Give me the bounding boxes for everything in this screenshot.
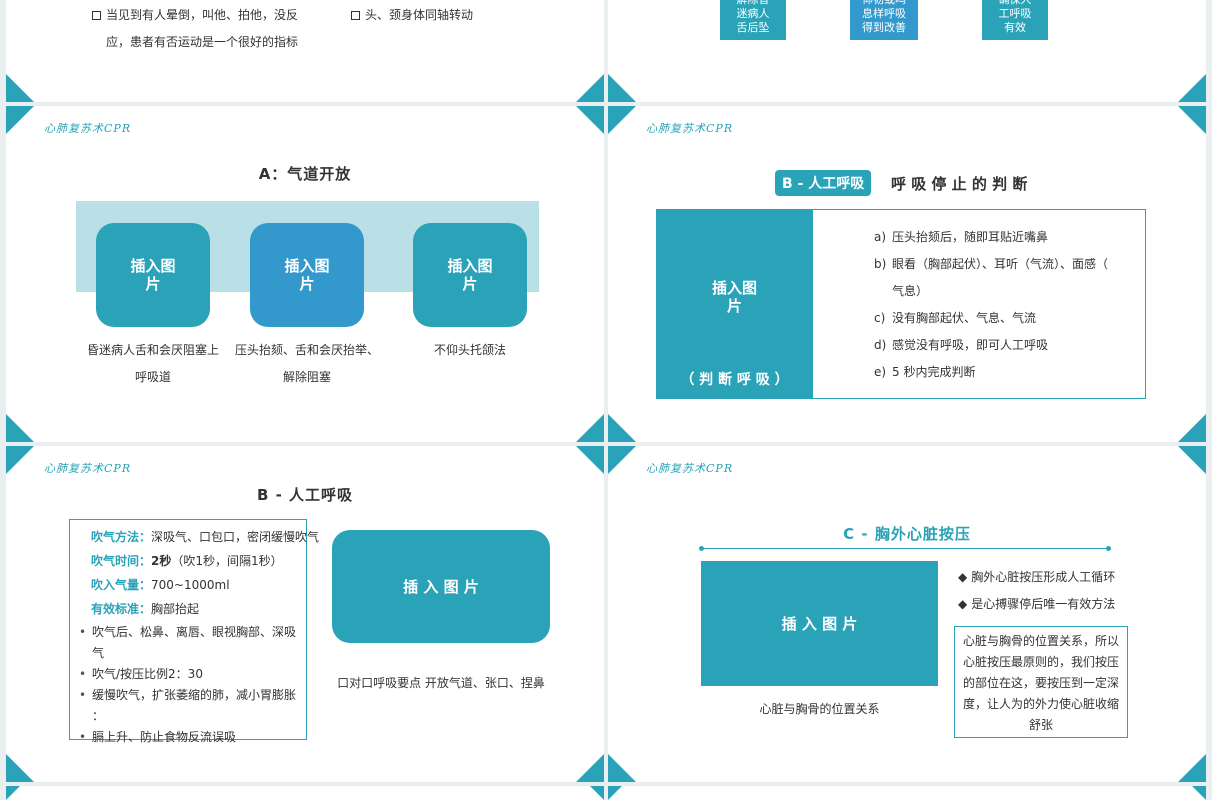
slide-breathing-check: 心肺复苏术CPR B - 人工呼吸 呼 吸 停 止 的 判 断 插入图 片 （ … <box>608 106 1206 442</box>
logo: 心肺复苏术CPR <box>44 462 132 475</box>
corner-decoration <box>608 74 636 102</box>
key-points: ◆胸外心脏按压形成人工循环 ◆是心搏骤停后唯一有效方法 <box>958 568 1115 622</box>
image-label: 插入图 片 <box>711 279 757 315</box>
note-box: 心脏与胸骨的位置关系，所以心脏按压最原则的，我们按压的部位在这，要按压到一定深度… <box>954 626 1128 738</box>
list-item: 吹气/按压比例2：30 <box>78 664 298 685</box>
image-placeholder[interactable]: 插入图 片 <box>96 223 210 327</box>
logo: 心肺复苏术CPR <box>646 122 734 135</box>
card-caption: 昏迷病人舌和会厌阻塞上 呼吸道 <box>86 343 219 384</box>
slide-title: A：气道开放 <box>258 165 352 183</box>
image-panel[interactable]: 插入图 片 （ 判 断 呼 吸 ） <box>656 209 813 399</box>
logo: 心肺复苏术CPR <box>44 122 132 135</box>
method-row: 吹气方法：深吸气、口包口，密闭缓慢吹气 <box>91 530 320 544</box>
image-caption: 口对口呼吸要点 开放气道、张口、捏鼻 <box>337 676 545 690</box>
standard-list: 吹气后、松鼻、离唇、眼视胸部、深吸 气 吹气/按压比例2：30 缓慢吹气，扩张萎… <box>78 622 298 748</box>
checkbox-icon <box>92 11 101 20</box>
corner-decoration <box>6 74 34 102</box>
slide-chest-compression: 心肺复苏术CPR C - 胸外心脏按压 插 入 图 片 心脏与胸骨的位置关系 ◆… <box>608 446 1206 782</box>
corner-decoration <box>6 786 20 800</box>
corner-decoration <box>1178 414 1206 442</box>
corner-decoration <box>1178 446 1206 474</box>
list-item: 吹气后、松鼻、离唇、眼视胸部、深吸 气 <box>78 622 298 664</box>
title-divider <box>701 548 1109 549</box>
card-caption: 不仰头托颌法 <box>433 343 506 357</box>
standard-row: 有效标准：胸部抬起 <box>91 602 200 616</box>
slide-next-left <box>6 786 604 800</box>
step-item: b)眼看（胸部起伏）、耳听（气流）、面感（ <box>874 257 1109 271</box>
corner-decoration <box>576 106 604 134</box>
step-item: e)5 秒内完成判断 <box>874 365 976 379</box>
effect-block: 解除昏 迷病人 舌后坠 <box>720 0 786 40</box>
key-point: ◆是心搏骤停后唯一有效方法 <box>958 597 1116 611</box>
info-box: 吹气方法：深吸气、口包口，密闭缓慢吹气 吹气时间：2秒（吹1秒，间隔1秒） 吹入… <box>69 519 320 748</box>
corner-decoration <box>576 446 604 474</box>
divider-dot <box>699 546 704 551</box>
section-heading: 呼 吸 停 止 的 判 断 <box>891 175 1028 193</box>
slide-top-left: 当见到有人晕倒，叫他、拍他，没反 应，患者有否运动是一个很好的指标 头、颈身体同… <box>6 0 604 102</box>
image-placeholder[interactable]: 插入图 片 <box>413 223 527 327</box>
slide-next-right <box>608 786 1206 800</box>
image-caption: 心脏与胸骨的位置关系 <box>759 702 880 716</box>
check-item-text: 头、颈身体同轴转动 <box>365 8 474 22</box>
corner-decoration <box>6 414 34 442</box>
corner-decoration <box>1192 786 1206 800</box>
slide-top-right: 解除昏 迷病人 舌后坠 仰韧或鸣 息样呼吸 得到改善 确保人 工呼吸 有效 <box>608 0 1206 102</box>
corner-decoration <box>576 74 604 102</box>
card-caption: 压头抬颏、舌和会厌抬举、 解除阻塞 <box>234 343 379 384</box>
check-item-text: 当见到有人晕倒，叫他、拍他，没反 <box>106 8 299 22</box>
image-placeholder[interactable]: 插 入 图 片 <box>332 530 550 643</box>
corner-decoration <box>576 414 604 442</box>
corner-decoration <box>1178 106 1206 134</box>
image-caption: （ 判 断 呼 吸 ） <box>680 372 789 388</box>
slide-rescue-breathing: 心肺复苏术CPR B - 人工呼吸 吹气方法：深吸气、口包口，密闭缓慢吹气 吹气… <box>6 446 604 782</box>
corner-decoration <box>6 446 34 474</box>
corner-decoration <box>608 106 636 134</box>
corner-decoration <box>608 446 636 474</box>
section-badge: B - 人工呼吸 <box>775 170 872 196</box>
effect-block: 确保人 工呼吸 有效 <box>982 0 1048 40</box>
logo: 心肺复苏术CPR <box>646 462 734 475</box>
steps-list: a)压头抬颏后，随即耳贴近嘴鼻 b)眼看（胸部起伏）、耳听（气流）、面感（ 气息… <box>874 228 1134 390</box>
corner-decoration <box>608 786 622 800</box>
corner-decoration <box>6 754 34 782</box>
list-item: 缓慢吹气，扩张萎缩的肺，减小胃膨胀 ： <box>78 685 298 727</box>
corner-decoration <box>1178 754 1206 782</box>
corner-decoration <box>608 754 636 782</box>
corner-decoration <box>576 754 604 782</box>
diamond-icon: ◆ <box>958 597 968 611</box>
step-item: d)感觉没有呼吸，即可人工呼吸 <box>874 338 1049 352</box>
list-item: 膈上升、防止食物反流误吸 <box>78 727 298 748</box>
check-item: 头、颈身体同轴转动 <box>351 6 473 23</box>
divider-dot <box>1106 546 1111 551</box>
slide-airway: 心肺复苏术CPR A：气道开放 插入图 片 插入图 片 插入图 片 昏迷病人舌和… <box>6 106 604 442</box>
checkbox-icon <box>351 11 360 20</box>
volume-row: 吹入气量：700~1000ml <box>91 578 230 592</box>
diamond-icon: ◆ <box>958 570 968 584</box>
step-item: a)压头抬颏后，随即耳贴近嘴鼻 <box>874 230 1049 244</box>
key-point: ◆胸外心脏按压形成人工循环 <box>958 570 1116 584</box>
slide-title: B - 人工呼吸 <box>256 486 354 504</box>
slide-title: C - 胸外心脏按压 <box>843 525 971 543</box>
time-row: 吹气时间：2秒（吹1秒，间隔1秒） <box>91 554 283 568</box>
step-item: c)没有胸部起伏、气息、气流 <box>874 311 1037 325</box>
check-item: 当见到有人晕倒，叫他、拍他，没反 <box>92 6 298 23</box>
image-placeholder[interactable]: 插入图 片 <box>250 223 364 327</box>
image-placeholder[interactable]: 插 入 图 片 <box>701 561 938 686</box>
check-item-continued: 应，患者有否运动是一个很好的指标 <box>106 35 299 49</box>
corner-decoration <box>590 786 604 800</box>
effect-block: 仰韧或鸣 息样呼吸 得到改善 <box>850 0 918 40</box>
corner-decoration <box>6 106 34 134</box>
step-item: 气息） <box>892 284 929 298</box>
corner-decoration <box>1178 74 1206 102</box>
corner-decoration <box>608 414 636 442</box>
